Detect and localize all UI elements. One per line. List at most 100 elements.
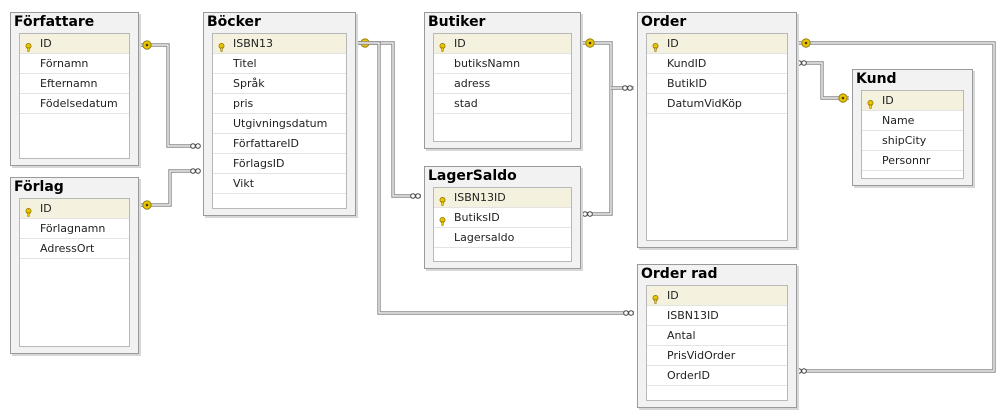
- relationship-line: [356, 41, 421, 198]
- column-name: Lagersaldo: [454, 231, 515, 244]
- column-name: pris: [233, 97, 254, 110]
- many-end-infinity-icon: [410, 193, 416, 199]
- column-name: ISBN13: [233, 37, 273, 50]
- table-title: Order rad: [641, 266, 718, 282]
- table-title: Böcker: [207, 14, 261, 30]
- table-kund[interactable]: Kund ID Name shipCity Personnr: [852, 69, 973, 186]
- column-row[interactable]: ISBN13ID: [647, 306, 787, 326]
- column-name: ID: [40, 202, 52, 215]
- column-name: ID: [667, 289, 679, 302]
- column-row[interactable]: OrderID: [647, 366, 787, 386]
- column-name: ButiksID: [454, 211, 500, 224]
- column-name: ISBN13ID: [454, 191, 506, 204]
- many-end-infinity-icon: [195, 143, 201, 149]
- column-list: ID Name shipCity Personnr: [861, 90, 964, 179]
- column-name: AdressOrt: [40, 242, 95, 255]
- column-row[interactable]: Födelsedatum: [20, 94, 129, 114]
- column-row[interactable]: PrisVidOrder: [647, 346, 787, 366]
- column-name: stad: [454, 97, 478, 110]
- column-row[interactable]: KundID: [647, 54, 787, 74]
- column-name: Förlagnamn: [40, 222, 106, 235]
- column-row[interactable]: ID: [20, 199, 129, 219]
- table-order-rad[interactable]: Order rad ID ISBN13ID Antal PrisVidOrder…: [637, 264, 797, 408]
- many-end-infinity-icon: [190, 168, 196, 174]
- column-row[interactable]: Utgivningsdatum: [213, 114, 346, 134]
- many-end-infinity-icon: [582, 211, 588, 217]
- column-row[interactable]: FörfattareID: [213, 134, 346, 154]
- column-row[interactable]: stad: [434, 94, 571, 114]
- column-row[interactable]: shipCity: [862, 131, 963, 151]
- column-name: ID: [667, 37, 679, 50]
- column-row[interactable]: butiksNamn: [434, 54, 571, 74]
- primary-key-icon: [438, 213, 447, 226]
- table-forlag[interactable]: Förlag ID Förlagnamn AdressOrt: [10, 177, 139, 354]
- relationship-line: [581, 41, 613, 216]
- primary-key-icon: [217, 39, 226, 52]
- table-title: Förlag: [14, 179, 64, 195]
- column-row[interactable]: Name: [862, 111, 963, 131]
- column-name: Personnr: [882, 154, 931, 167]
- column-row[interactable]: DatumVidKöp: [647, 94, 787, 114]
- column-row[interactable]: pris: [213, 94, 346, 114]
- column-list: ID KundID ButikID DatumVidKöp: [646, 33, 788, 241]
- column-row[interactable]: Lagersaldo: [434, 228, 571, 248]
- column-row[interactable]: ID: [647, 34, 787, 54]
- column-row[interactable]: Personnr: [862, 151, 963, 171]
- column-row[interactable]: Förlagnamn: [20, 219, 129, 239]
- relationship-line-inner: [356, 42, 421, 197]
- column-name: Antal: [667, 329, 696, 342]
- primary-key-icon: [651, 39, 660, 52]
- column-name: FörlagsID: [233, 157, 285, 170]
- column-row[interactable]: Vikt: [213, 174, 346, 194]
- table-title: Order: [641, 14, 687, 30]
- relationship-line: [797, 61, 849, 100]
- primary-key-icon: [438, 39, 447, 52]
- column-row[interactable]: ButiksID: [434, 208, 571, 228]
- one-end-key-dot: [145, 43, 149, 47]
- column-row[interactable]: ButikID: [647, 74, 787, 94]
- column-row[interactable]: ISBN13: [213, 34, 346, 54]
- one-end-key-dot: [804, 41, 808, 45]
- column-name: PrisVidOrder: [667, 349, 736, 362]
- column-row[interactable]: AdressOrt: [20, 239, 129, 259]
- one-end-key-dot: [145, 203, 149, 207]
- column-row[interactable]: ID: [20, 34, 129, 54]
- column-row[interactable]: ISBN13ID: [434, 188, 571, 208]
- table-title: Kund: [856, 71, 897, 87]
- many-end-infinity-icon: [628, 310, 634, 316]
- column-list: ISBN13 Titel Språk pris Utgivningsdatum …: [212, 33, 347, 209]
- primary-key-icon: [438, 193, 447, 206]
- relationship-line-inner: [140, 170, 200, 206]
- relationship-line-inner: [797, 62, 849, 99]
- one-end-key-dot: [841, 96, 845, 100]
- column-row[interactable]: Titel: [213, 54, 346, 74]
- column-row[interactable]: Förnamn: [20, 54, 129, 74]
- many-end-infinity-icon: [415, 193, 421, 199]
- column-row[interactable]: Efternamn: [20, 74, 129, 94]
- relationship-line-inner: [581, 42, 612, 215]
- table-bocker[interactable]: Böcker ISBN13 Titel Språk pris Utgivning…: [203, 12, 356, 216]
- column-name: DatumVidKöp: [667, 97, 742, 110]
- primary-key-icon: [866, 96, 875, 109]
- column-name: butiksNamn: [454, 57, 521, 70]
- many-end-infinity-icon: [587, 211, 593, 217]
- column-row[interactable]: FörlagsID: [213, 154, 346, 174]
- column-row[interactable]: adress: [434, 74, 571, 94]
- column-row[interactable]: Antal: [647, 326, 787, 346]
- table-order[interactable]: Order ID KundID ButikID DatumVidKöp: [637, 12, 797, 248]
- column-name: Utgivningsdatum: [233, 117, 328, 130]
- column-row[interactable]: Språk: [213, 74, 346, 94]
- column-name: adress: [454, 77, 491, 90]
- column-name: Name: [882, 114, 915, 127]
- column-row[interactable]: ID: [647, 286, 787, 306]
- table-forfattare[interactable]: Författare ID Förnamn Efternamn Födelsed…: [10, 12, 139, 166]
- table-butiker[interactable]: Butiker ID butiksNamn adress stad: [424, 12, 581, 149]
- column-name: Vikt: [233, 177, 255, 190]
- many-end-infinity-icon: [622, 85, 628, 91]
- one-end-key-dot: [588, 41, 592, 45]
- column-name: Förnamn: [40, 57, 89, 70]
- column-row[interactable]: ID: [434, 34, 571, 54]
- table-lagersaldo[interactable]: LagerSaldo ISBN13ID ButiksID Lagersaldo: [424, 166, 581, 269]
- column-row[interactable]: ID: [862, 91, 963, 111]
- column-name: shipCity: [882, 134, 927, 147]
